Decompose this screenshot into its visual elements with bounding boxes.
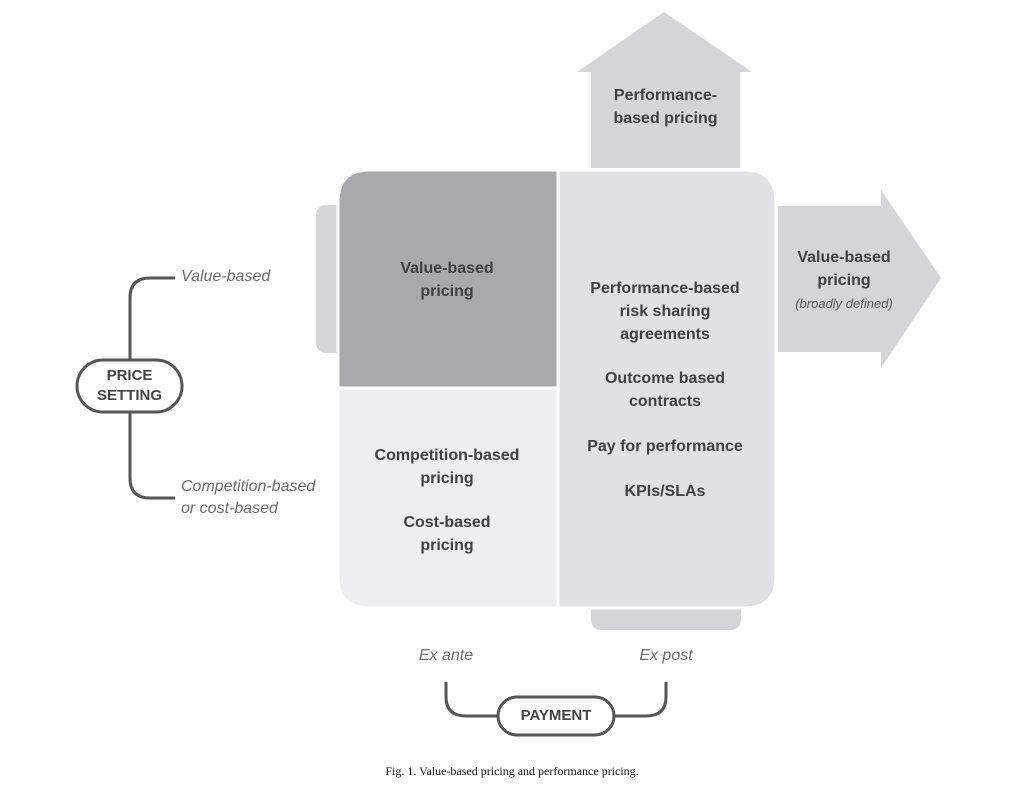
payment-pill-shape bbox=[496, 695, 616, 737]
risk-sharing-line3: agreements bbox=[620, 326, 710, 343]
up-arrow-shape bbox=[577, 12, 752, 168]
right-arrow-shape bbox=[778, 190, 941, 368]
price-setting-bottom-option: Competition-based or cost-based bbox=[181, 476, 315, 520]
cost-based-line2: pricing bbox=[420, 537, 474, 554]
up-arrow-label-line1: Performance- bbox=[613, 87, 718, 104]
price-setting-pill-shape bbox=[75, 358, 184, 414]
payment-pill-label: PAYMENT bbox=[520, 707, 592, 724]
price-setting-bottom-option-line2: or cost-based bbox=[181, 500, 278, 517]
pay-for-performance-label: Pay for performance bbox=[587, 438, 743, 455]
right-arrow-note: (broadly defined) bbox=[795, 296, 893, 311]
top-left-quadrant-line2: pricing bbox=[420, 283, 474, 300]
up-arrow-label-line2: based pricing bbox=[613, 110, 718, 127]
right-arrow-label: Value-based pricing (broadly defined) bbox=[782, 246, 906, 315]
kpis-slas-label: KPIs/SLAs bbox=[624, 483, 706, 500]
figure-caption: Fig. 1. Value-based pricing and performa… bbox=[385, 764, 639, 778]
outcome-based-line2: contracts bbox=[628, 393, 702, 410]
up-arrow-label: Performance- based pricing bbox=[591, 84, 740, 130]
outcome-based-line1: Outcome based bbox=[604, 370, 726, 387]
price-setting-label-line2: SETTING bbox=[96, 387, 162, 404]
cost-based-pricing-label: Cost-based pricing bbox=[338, 511, 556, 557]
risk-sharing-label: Performance-based risk sharing agreement… bbox=[558, 277, 772, 346]
risk-sharing-line1: Performance-based bbox=[590, 280, 740, 297]
bottom-left-quadrant-shape bbox=[336, 386, 560, 610]
payment-bracket bbox=[444, 682, 668, 718]
right-arrow-label-line2: pricing bbox=[817, 272, 871, 289]
competition-based-line2: pricing bbox=[420, 470, 474, 487]
competition-based-pricing-label: Competition-based pricing bbox=[338, 444, 556, 490]
competition-based-line1: Competition-based bbox=[374, 447, 520, 464]
price-setting-pill-label: PRICE SETTING bbox=[77, 366, 182, 406]
risk-sharing-line2: risk sharing bbox=[619, 303, 711, 320]
price-setting-bottom-option-line1: Competition-based bbox=[181, 478, 316, 495]
payment-right-option: Ex post bbox=[639, 647, 693, 664]
top-left-quadrant-line1: Value-based bbox=[400, 260, 494, 277]
outcome-based-contracts-label: Outcome based contracts bbox=[558, 367, 772, 413]
payment-left-option: Ex ante bbox=[418, 647, 474, 664]
right-panel-shape bbox=[556, 168, 778, 610]
cost-based-line1: Cost-based bbox=[403, 514, 491, 531]
right-arrow-label-line1: Value-based bbox=[797, 249, 891, 266]
top-left-quadrant-shape bbox=[336, 168, 560, 390]
top-left-quadrant-label: Value-based pricing bbox=[338, 257, 556, 303]
price-setting-bracket bbox=[128, 276, 175, 500]
price-setting-top-option: Value-based bbox=[181, 268, 271, 285]
price-setting-label-line1: PRICE bbox=[106, 367, 153, 384]
